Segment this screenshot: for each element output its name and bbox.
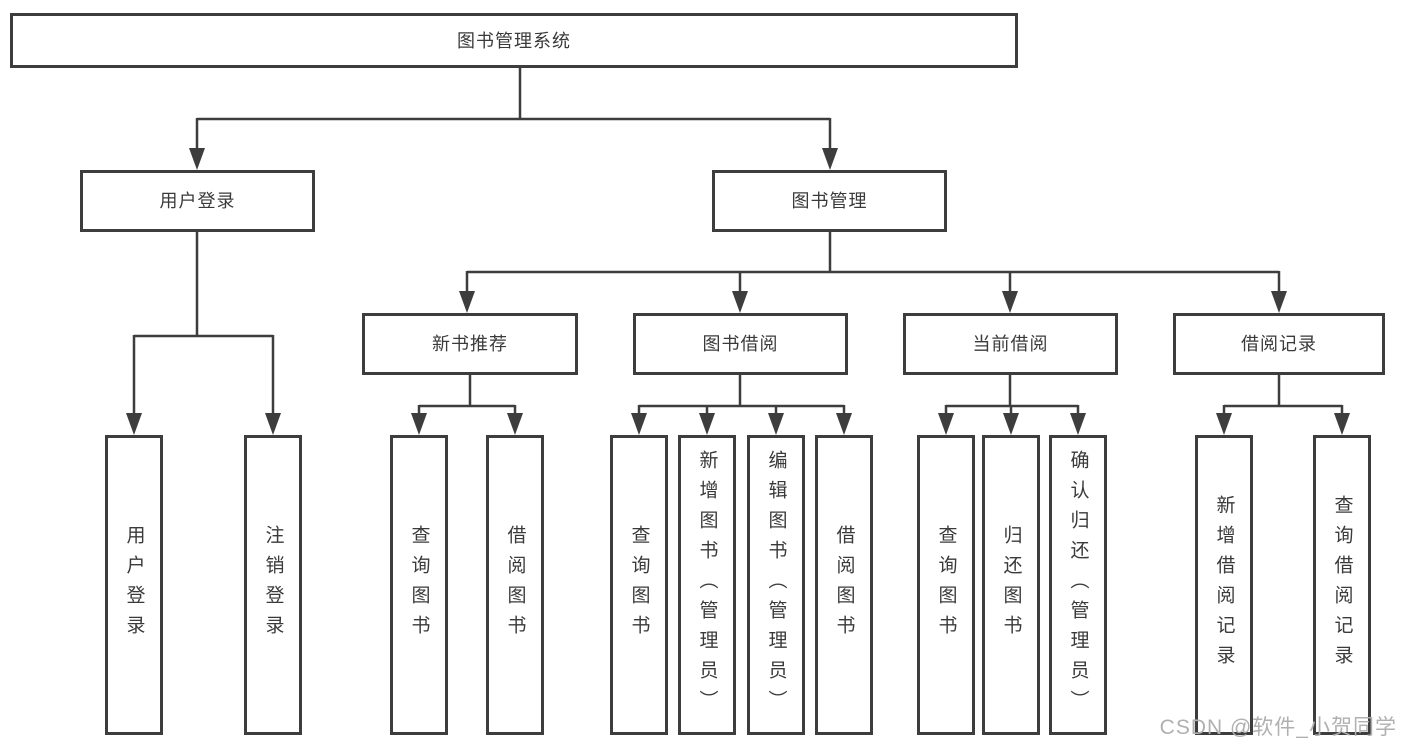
node-current-borrowing: 当前借阅 (903, 313, 1118, 375)
leaf-query-books-recommend: 查询图书 (390, 435, 448, 735)
leaf-label: 借阅图书 (504, 525, 526, 645)
node-label: 新书推荐 (432, 334, 508, 354)
leaf-label: 确认归还（管理员） (1067, 450, 1089, 720)
leaf-label: 注销登录 (262, 525, 284, 645)
leaf-query-books-borrowing: 查询图书 (610, 435, 668, 735)
csdn-watermark: CSDN @软件_小贺同学 (1159, 716, 1397, 739)
node-book-borrowing: 图书借阅 (633, 313, 848, 375)
leaf-label: 借阅图书 (833, 525, 855, 645)
leaf-label: 编辑图书（管理员） (765, 450, 787, 720)
leaf-user-login: 用户登录 (105, 435, 163, 735)
node-user-login: 用户登录 (80, 170, 315, 232)
node-label: 当前借阅 (972, 334, 1049, 354)
leaf-query-borrow-record: 查询借阅记录 (1313, 435, 1371, 735)
leaf-add-borrow-record: 新增借阅记录 (1195, 435, 1253, 735)
leaf-borrow-books-recommend: 借阅图书 (486, 435, 544, 735)
node-label: 图书借阅 (702, 334, 779, 354)
leaf-label: 查询图书 (408, 525, 430, 645)
node-label: 图书管理 (791, 191, 868, 211)
leaf-return-books: 归还图书 (982, 435, 1040, 735)
leaf-label: 用户登录 (123, 525, 145, 645)
leaf-label: 查询图书 (628, 525, 650, 645)
leaf-label: 新增借阅记录 (1213, 495, 1235, 675)
arrowheads (126, 148, 1350, 435)
node-label: 图书管理系统 (457, 30, 571, 51)
leaf-logout: 注销登录 (244, 435, 302, 735)
node-new-book-recommendation: 新书推荐 (362, 313, 578, 375)
node-label: 用户登录 (159, 191, 236, 211)
leaf-label: 新增图书（管理员） (696, 450, 718, 720)
leaf-add-book-admin: 新增图书（管理员） (678, 435, 736, 735)
leaf-label: 归还图书 (1000, 525, 1022, 645)
node-library-management-system: 图书管理系统 (10, 13, 1018, 68)
node-book-management: 图书管理 (712, 170, 947, 232)
node-label: 借阅记录 (1241, 334, 1317, 354)
node-borrow-records: 借阅记录 (1173, 313, 1385, 375)
leaf-borrow-books: 借阅图书 (815, 435, 873, 735)
leaf-edit-book-admin: 编辑图书（管理员） (747, 435, 805, 735)
leaf-label: 查询图书 (935, 525, 957, 645)
leaf-label: 查询借阅记录 (1331, 495, 1353, 675)
leaf-confirm-return-admin: 确认归还（管理员） (1049, 435, 1107, 735)
leaf-query-books-current: 查询图书 (917, 435, 975, 735)
